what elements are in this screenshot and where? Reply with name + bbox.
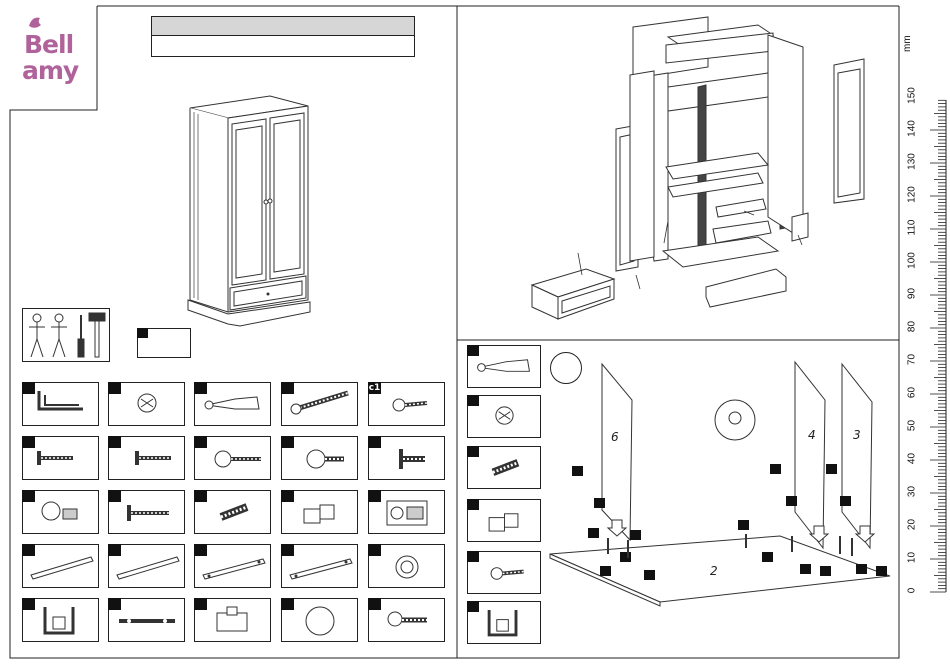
part-22 [108,598,185,642]
panel-number-3: 3 [853,428,861,442]
part-20 [368,544,445,588]
part-24 [281,598,358,642]
part-label [108,598,121,610]
ruler-label: 120 [907,183,918,207]
part-label [368,544,381,556]
ruler-label: 60 [907,381,918,405]
ruler-unit: mm [902,35,913,52]
short-screw-icon [468,552,540,593]
ruler-label: 150 [907,84,918,108]
ruler-label: 80 [907,315,918,339]
ruler-label: 30 [907,480,918,504]
part-11 [22,490,99,534]
part-19 [281,544,358,588]
ruler-label: 100 [907,249,918,273]
part-label [368,490,381,502]
shelf-pin-icon [468,500,540,541]
step-part-2 [467,395,541,438]
ruler-label: 50 [907,414,918,438]
cam-bolt-icon [468,346,540,387]
step-part-1 [467,345,541,388]
threaded-dowel-icon [468,447,540,488]
exploded-view [458,7,898,339]
part-label [368,598,381,610]
step-part-3 [467,446,541,489]
part-label [368,436,381,448]
part-9 [281,436,358,480]
part-label [108,544,121,556]
part-7 [108,436,185,480]
part-label [194,436,207,448]
ruler-label: 20 [907,513,918,537]
part-label [22,544,35,556]
ruler-label: 130 [907,150,918,174]
ruler-label: 10 [907,546,918,570]
part-12 [108,490,185,534]
part-6 [22,436,99,480]
panel-number-4: 4 [808,428,816,442]
ruler-label: 70 [907,348,918,372]
part-label [22,382,35,394]
part-14 [281,490,358,534]
part-label [281,382,294,394]
part-21 [22,598,99,642]
part-label [194,490,207,502]
brand-logo: Bell amy [18,14,88,94]
ruler-label: 140 [907,117,918,141]
part-label: c1 [368,382,381,394]
part-label [194,382,207,394]
part-label [22,598,35,610]
ruler-label: 0 [907,579,918,603]
part-label [281,490,294,502]
part-label [108,490,121,502]
part-5: c1 [368,382,445,426]
part-label [281,598,294,610]
title-bar [152,17,414,36]
part-label [281,544,294,556]
step-assembly-drawing [540,340,895,656]
part-label [108,382,121,394]
part-label [194,544,207,556]
ruler-label: 90 [907,282,918,306]
part-label [22,490,35,502]
part-4 [281,382,358,426]
bracket-icon [468,602,540,643]
part-25 [368,598,445,642]
two-persons-tools-icon [23,309,109,361]
brand-line2: amy [22,58,78,83]
part-13 [194,490,271,534]
step-part-4 [467,499,541,542]
part-1 [22,382,99,426]
part-23 [194,598,271,642]
cam-lock-icon [468,396,540,437]
brand-line1: Bell [24,32,73,57]
part-8 [194,436,271,480]
ruler-label: 110 [907,216,918,240]
tools-box [22,308,110,362]
ruler-label: 40 [907,447,918,471]
part-label [194,598,207,610]
part-3 [194,382,271,426]
step-part-5 [467,551,541,594]
part-label [281,436,294,448]
part-2 [108,382,185,426]
panel-number-6: 6 [611,430,619,444]
part-16 [22,544,99,588]
part-18 [194,544,271,588]
part-10 [368,436,445,480]
title-box [151,16,415,57]
callout-marker [137,328,148,338]
part-label [22,436,35,448]
step-part-6 [467,601,541,644]
panel-number-2: 2 [710,564,718,578]
part-15 [368,490,445,534]
part-17 [108,544,185,588]
wardrobe-illustration [180,90,320,330]
panel-sketch [137,328,191,358]
part-label [108,436,121,448]
